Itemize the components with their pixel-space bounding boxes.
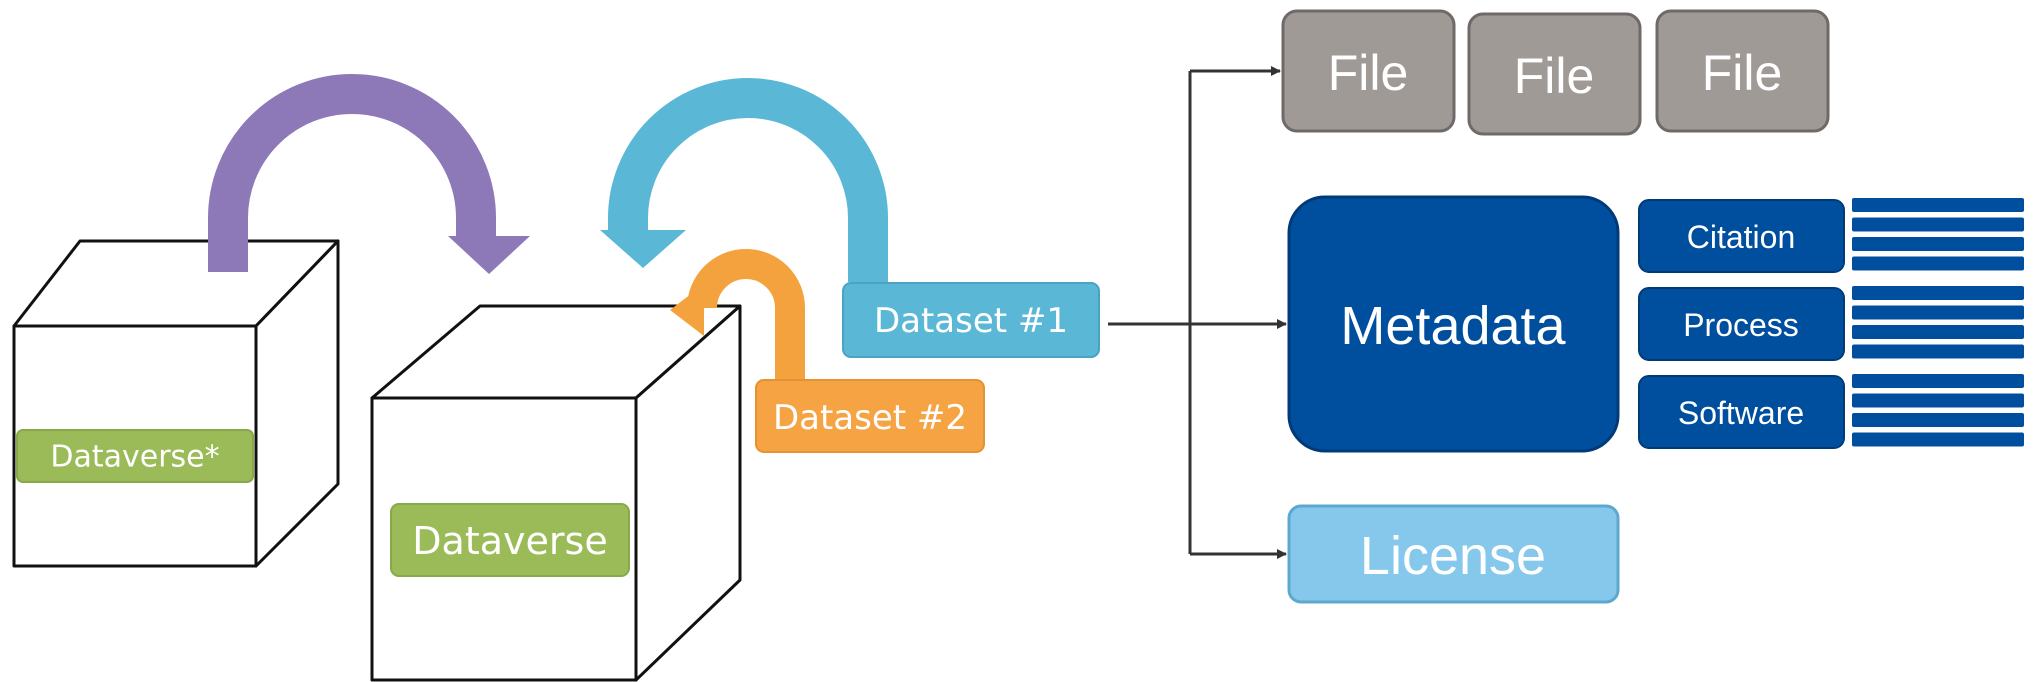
metadata-field-stripes bbox=[1852, 198, 2024, 447]
metadata-field-stripe bbox=[1852, 413, 2024, 427]
metadata-field-stripe bbox=[1852, 286, 2024, 300]
metadata-block-process[interactable]: Process bbox=[1638, 287, 1845, 361]
dataset-1-label: Dataset #1 bbox=[874, 301, 1068, 341]
file-label-2: File bbox=[1514, 48, 1595, 104]
metadata-field-stripe bbox=[1852, 237, 2024, 251]
dataset-2-tag[interactable]: Dataset #2 bbox=[755, 379, 985, 453]
metadata-field-stripe bbox=[1852, 344, 2024, 359]
dataverse-tag[interactable]: Dataverse bbox=[390, 503, 630, 577]
file-box-1[interactable]: File bbox=[1281, 9, 1456, 133]
dataset-1-tag[interactable]: Dataset #1 bbox=[842, 282, 1100, 358]
metadata-field-stripe bbox=[1852, 198, 2024, 212]
metadata-block-citation[interactable]: Citation bbox=[1638, 199, 1845, 273]
metadata-field-stripe bbox=[1852, 432, 2024, 447]
citation-label: Citation bbox=[1687, 219, 1796, 255]
metadata-field-stripe bbox=[1852, 325, 2024, 339]
license-box[interactable]: License bbox=[1287, 504, 1620, 604]
metadata-label: Metadata bbox=[1340, 296, 1566, 356]
blue-curved-arrow bbox=[600, 78, 888, 282]
dataverse-star-label: Dataverse* bbox=[50, 440, 219, 475]
cube-large bbox=[370, 304, 742, 682]
cube-small bbox=[12, 239, 340, 568]
software-label: Software bbox=[1678, 395, 1804, 431]
file-label-3: File bbox=[1702, 45, 1783, 101]
file-label-1: File bbox=[1328, 45, 1409, 101]
dataverse-label: Dataverse bbox=[412, 519, 607, 563]
metadata-field-stripe bbox=[1852, 217, 2024, 232]
dataset-2-label: Dataset #2 bbox=[773, 398, 967, 438]
license-label: License bbox=[1360, 526, 1546, 586]
file-box-2[interactable]: File bbox=[1467, 12, 1642, 136]
metadata-block-software[interactable]: Software bbox=[1638, 375, 1845, 449]
dataset-connectors bbox=[1108, 66, 1287, 559]
metadata-field-stripe bbox=[1852, 305, 2024, 320]
file-box-3[interactable]: File bbox=[1655, 9, 1830, 133]
metadata-field-stripe bbox=[1852, 374, 2024, 388]
metadata-field-stripe bbox=[1852, 256, 2024, 271]
dataverse-star-tag[interactable]: Dataverse* bbox=[16, 429, 254, 483]
metadata-box[interactable]: Metadata bbox=[1287, 195, 1620, 453]
purple-curved-arrow bbox=[208, 74, 530, 274]
process-label: Process bbox=[1683, 307, 1799, 343]
metadata-field-stripe bbox=[1852, 393, 2024, 408]
orange-curved-arrow bbox=[670, 249, 805, 380]
